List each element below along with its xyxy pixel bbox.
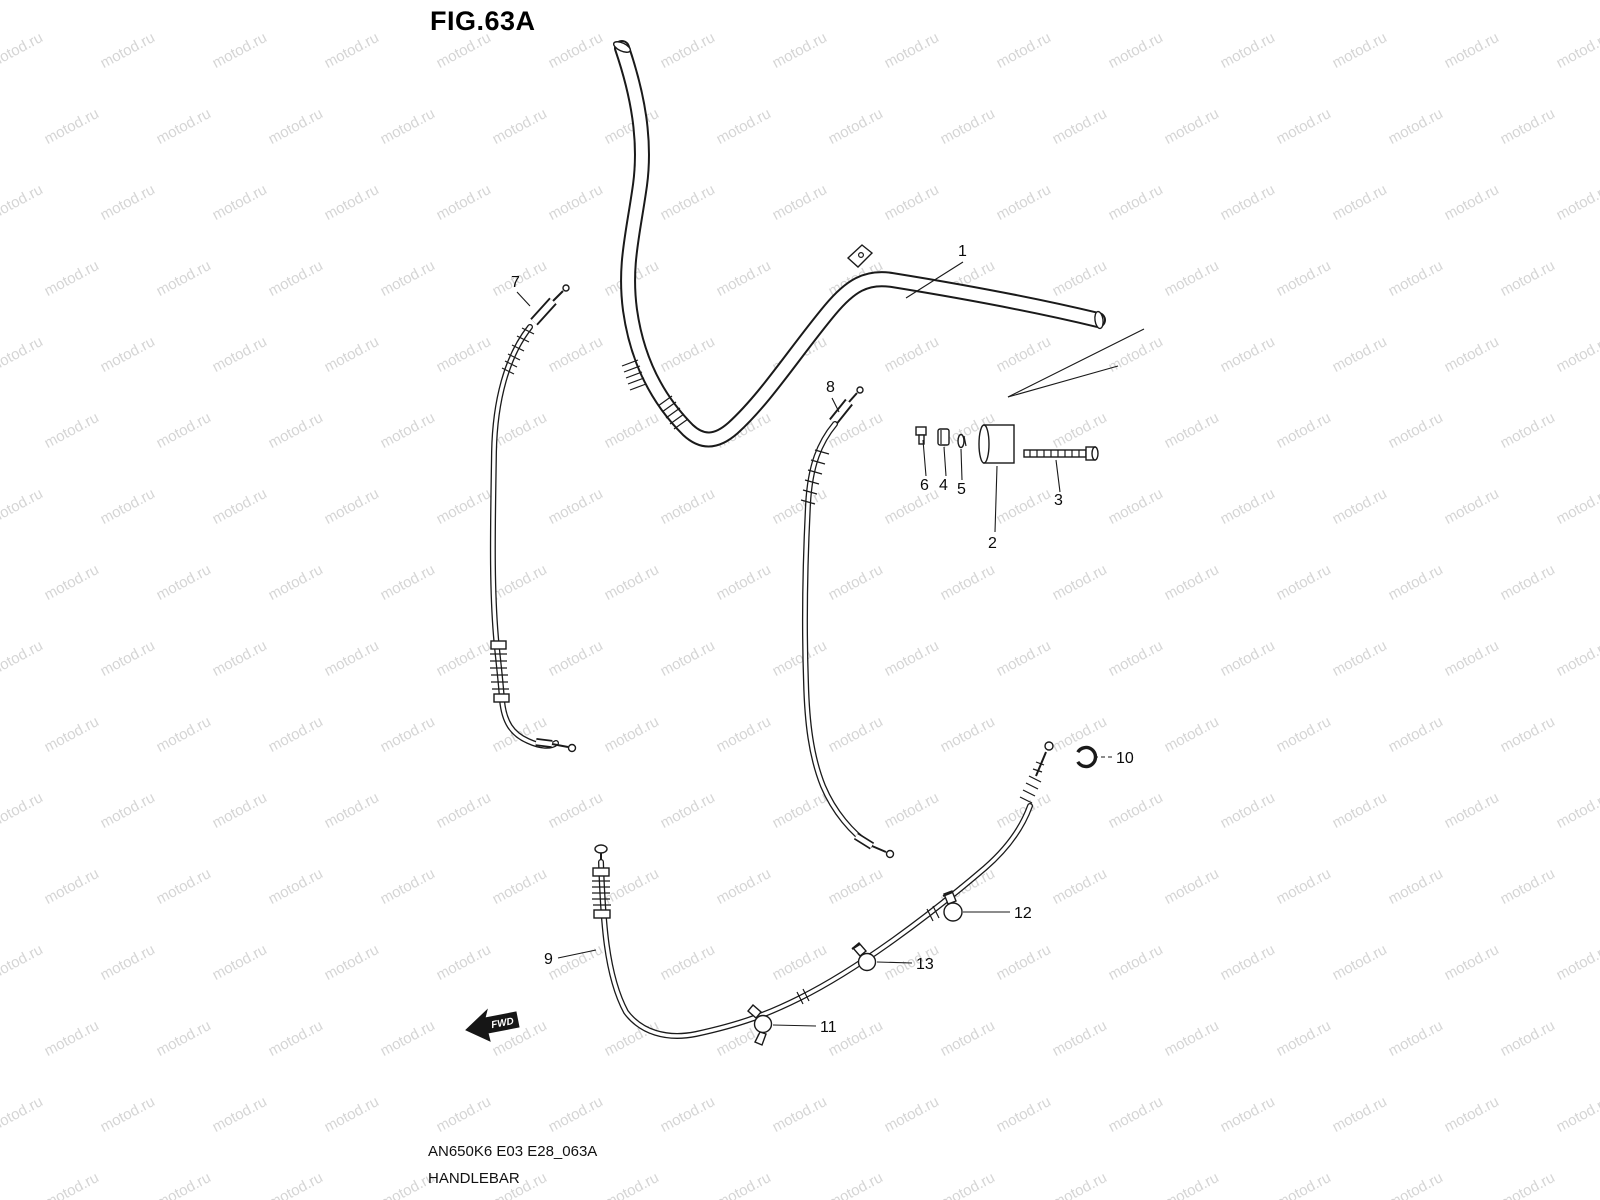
cable-7-boot: [501, 327, 535, 375]
part-10-e-clip: [1076, 745, 1098, 769]
part-4-spacer: [937, 428, 950, 446]
bar-end-cap-right: [1094, 310, 1104, 330]
cable-8-boot: [800, 449, 830, 505]
knurl-band-lower: [657, 395, 689, 430]
callouts: 1 2 3 4 5 6 7 8 9 10 11 12 13: [511, 243, 1134, 1036]
cable-9-clevis-pin: [1044, 741, 1054, 751]
callout-7: 7: [511, 274, 520, 291]
callout-8: 8: [826, 379, 835, 396]
cable-8-nipple-bottom: [885, 849, 895, 859]
cable-7: [489, 284, 577, 753]
callout-11: 11: [820, 1019, 837, 1036]
callout-12: 12: [1014, 905, 1032, 922]
callout-3: 3: [1054, 492, 1063, 509]
part-2-bar-end-weight: [978, 424, 1015, 464]
callout-leaders: [516, 261, 1112, 1027]
part-5-washer: [957, 433, 967, 449]
cable-7-nipple-bottom: [567, 743, 577, 753]
handlebar: [612, 40, 1145, 448]
part-11-clamp: [747, 1004, 773, 1046]
witness-line-2: [1007, 365, 1119, 398]
part-3-screw: [1023, 446, 1099, 461]
part-12-clamp: [942, 890, 963, 922]
cable-9-head: [594, 844, 608, 854]
knurl-band-upper: [621, 359, 647, 391]
callout-9: 9: [544, 951, 553, 968]
fwd-marker: FWD: [465, 1008, 520, 1042]
cable-8-nipple-top: [856, 386, 864, 394]
cable-9-boot: [1019, 775, 1042, 804]
callout-5: 5: [957, 481, 966, 498]
cable-9-adjuster: [592, 867, 611, 919]
callout-13: 13: [916, 956, 934, 973]
witness-line-1: [1007, 328, 1145, 398]
part-6-bolt: [915, 426, 927, 445]
cable-7-adjuster: [490, 640, 510, 703]
figure-title: FIG.63A: [430, 6, 536, 36]
callout-6: 6: [920, 477, 929, 494]
callout-2: 2: [988, 535, 997, 552]
cable-8: [800, 386, 895, 859]
callout-10: 10: [1116, 750, 1134, 767]
bar-bracket: [846, 244, 874, 268]
callout-4: 4: [939, 477, 948, 494]
bar-end-cap-top: [612, 41, 632, 53]
cable-7-nipple-top: [562, 284, 570, 292]
document-code: AN650K6 E03 E28_063A: [428, 1143, 598, 1160]
bar-end-parts: [915, 424, 1099, 464]
fwd-arrow-icon: [465, 1008, 520, 1042]
callout-1: 1: [958, 243, 967, 260]
fwd-label: FWD: [490, 1016, 514, 1031]
part-13-clamp: [851, 942, 877, 972]
figure-name: HANDLEBAR: [428, 1170, 520, 1187]
